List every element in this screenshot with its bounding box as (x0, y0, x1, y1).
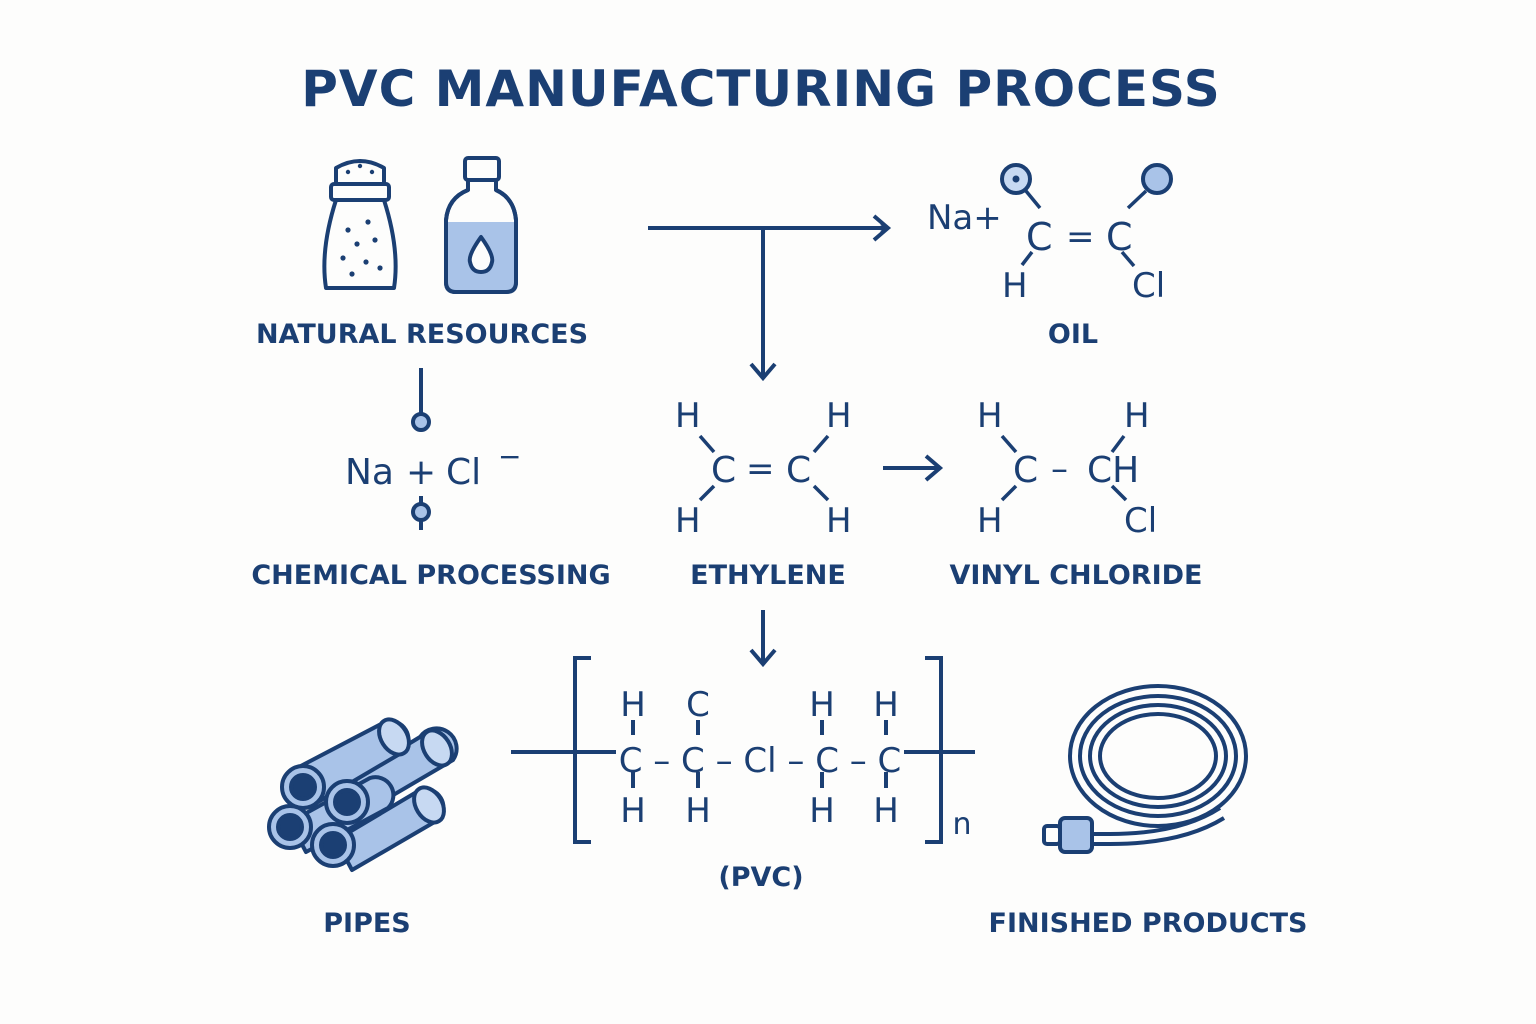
arrow-down-to-pvc (749, 610, 777, 668)
arrow-down-to-ethylene (749, 228, 777, 382)
oil-molecule: Na+ C = C H Cl (927, 163, 1173, 306)
ethylene-c-left: C (711, 450, 736, 491)
label-pvc: (PVC) (718, 862, 803, 893)
pvc-polymer: H C H H C – C – Cl – C – C H H H H n (511, 656, 975, 844)
ethylene-c-right: C (786, 450, 811, 491)
vinyl-chloride-molecule: H H C – CH H Cl (977, 396, 1157, 541)
vc-h-top-right: H (1124, 396, 1150, 436)
vc-c-left: C (1013, 450, 1038, 491)
pipes-icon (267, 717, 459, 872)
vc-cl: Cl (1124, 501, 1157, 541)
pvc-top-4: H (873, 685, 899, 725)
pvc-bottom-1: H (620, 791, 646, 831)
vc-c-right: CH (1087, 450, 1139, 491)
arrow-to-oil (648, 214, 892, 242)
ion-plus: + (406, 452, 436, 493)
pvc-subscript-n: n (952, 807, 971, 842)
ion-cl: Cl (446, 452, 481, 493)
label-oil: OIL (1048, 319, 1098, 350)
ethylene-h-top-left: H (675, 396, 701, 436)
oil-h: H (1002, 266, 1028, 306)
pvc-middle-chain: C – C – Cl – C – C (619, 741, 902, 781)
pvc-top-1: H (620, 685, 646, 725)
oil-c-left: C (1026, 215, 1053, 259)
salt-ions: Na + Cl − (345, 440, 521, 493)
pvc-bottom-4: H (873, 791, 899, 831)
vc-h-bottom-left: H (977, 501, 1003, 541)
pvc-bottom-3: H (809, 791, 835, 831)
pvc-top-3: H (809, 685, 835, 725)
page-title: PVC MANUFACTURING PROCESS (301, 60, 1221, 118)
oil-double-bond: = (1066, 217, 1095, 257)
connector-natural-to-chemical (411, 368, 431, 530)
atom-marker-right (1141, 163, 1173, 195)
label-natural-resources: NATURAL RESOURCES (256, 319, 588, 350)
vc-single-bond: – (1051, 449, 1068, 489)
label-ethylene: ETHYLENE (690, 560, 846, 591)
arrow-to-vinyl-chloride (883, 454, 944, 482)
ethylene-h-bottom-right: H (826, 501, 852, 541)
ethylene-double-bond: = (746, 449, 775, 489)
pvc-top-2: C (686, 685, 710, 725)
oil-bottle-icon (444, 156, 518, 294)
ion-na: Na (345, 452, 394, 493)
oil-c-right: C (1106, 215, 1133, 259)
pvc-bottom-2: H (685, 791, 711, 831)
ethylene-h-top-right: H (826, 396, 852, 436)
label-chemical-processing: CHEMICAL PROCESSING (251, 560, 610, 591)
label-pipes: PIPES (323, 908, 411, 939)
vc-h-top-left: H (977, 396, 1003, 436)
ion-minus: − (498, 440, 521, 473)
oil-na: Na+ (927, 198, 1002, 238)
cable-coil-icon (1042, 684, 1248, 854)
label-vinyl-chloride: VINYL CHLORIDE (950, 560, 1203, 591)
oil-cl: Cl (1132, 266, 1165, 306)
ethylene-h-bottom-left: H (675, 501, 701, 541)
label-finished-products: FINISHED PRODUCTS (989, 908, 1308, 939)
ethylene-molecule: H H C = C H H (675, 396, 852, 541)
atom-marker-left-center (1012, 175, 1020, 183)
salt-shaker-icon (322, 159, 398, 290)
